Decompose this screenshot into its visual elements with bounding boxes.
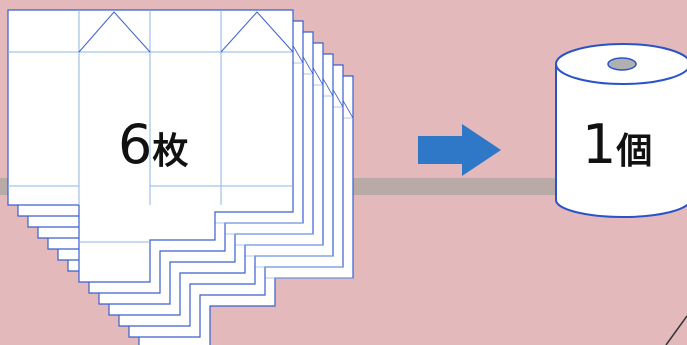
toilet-roll-icon xyxy=(555,43,687,218)
sheet-layer xyxy=(7,9,294,283)
arrow-right-icon xyxy=(418,124,501,176)
corner-mark-icon xyxy=(665,315,687,345)
roll-core-icon xyxy=(607,57,637,71)
roll-count-unit: 個 xyxy=(616,131,653,172)
sheet-stack-icon xyxy=(7,9,354,345)
sheet-count-number: 6 xyxy=(118,113,153,176)
sheet-count-unit: 枚 xyxy=(152,131,189,172)
sheet-count-label: 6枚 xyxy=(118,118,188,172)
roll-count-label: 1個 xyxy=(582,118,652,172)
roll-count-number: 1 xyxy=(582,113,617,176)
